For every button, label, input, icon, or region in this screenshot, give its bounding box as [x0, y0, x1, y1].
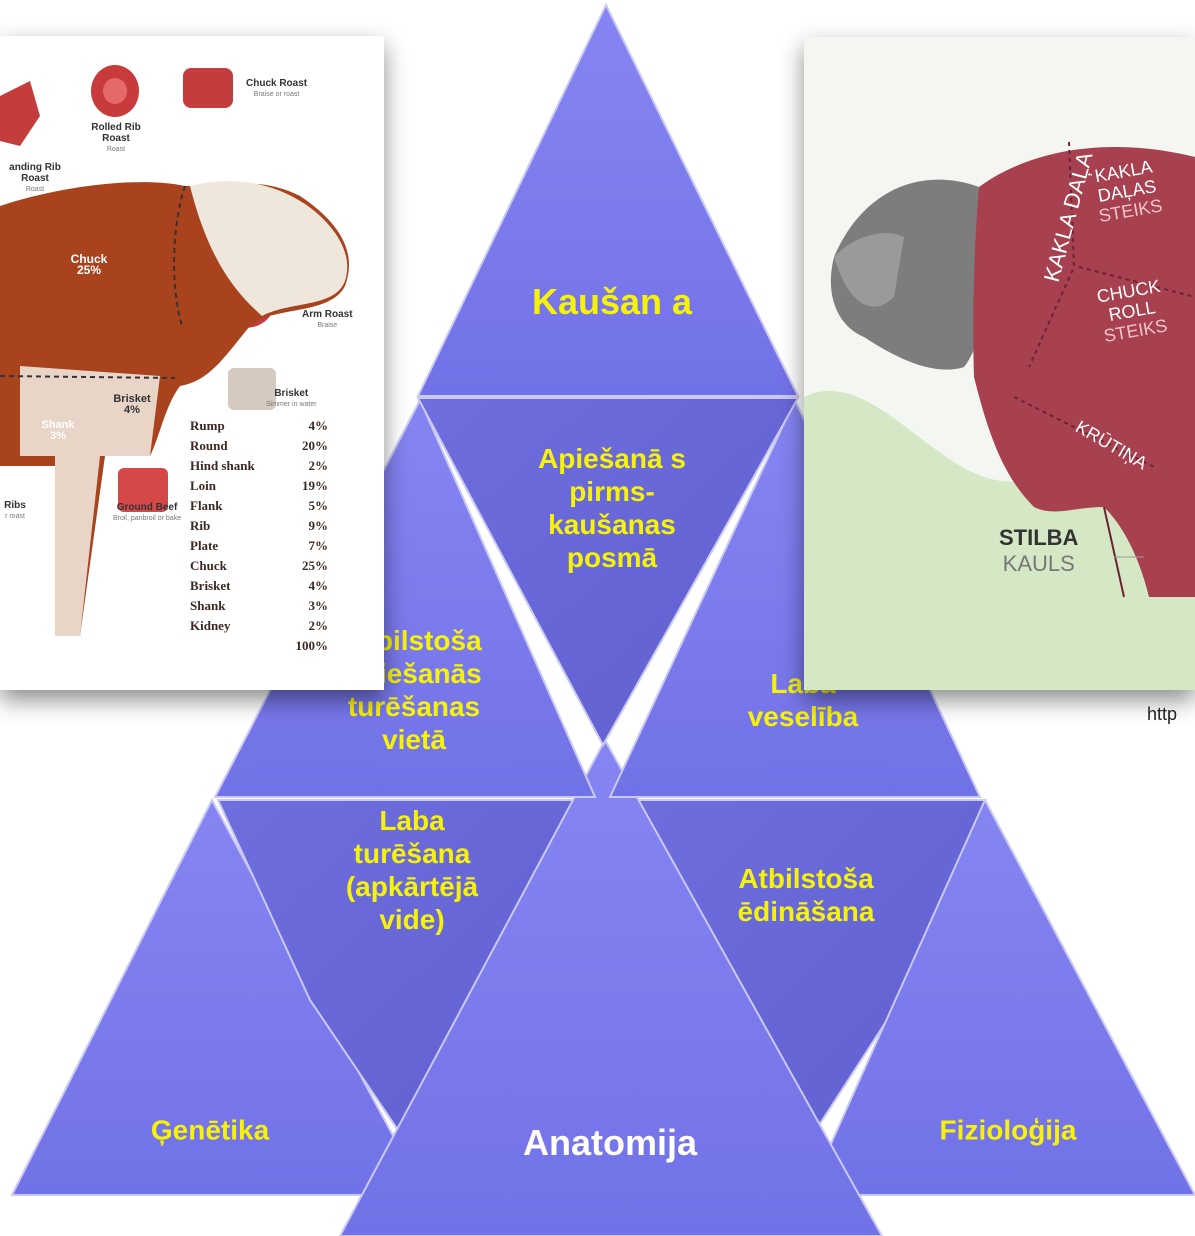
cut-pct: 25% [288, 556, 328, 576]
cut-name: Flank [190, 496, 288, 516]
rolled-rib-sub: Roast [88, 144, 144, 155]
cut-pct: 9% [288, 516, 328, 536]
cut-pct: 7% [288, 536, 328, 556]
arm-roast-sub: Braise [302, 320, 353, 331]
cut-name: Shank [190, 596, 288, 616]
chuck-roast-icon [183, 68, 233, 108]
brisket-tag-sub: Simmer in water [266, 399, 317, 410]
cut-pct: 5% [288, 496, 328, 516]
cut-name: Loin [190, 476, 288, 496]
ground-beef-text: Ground Beef [117, 502, 178, 513]
kauls-text: KAULS [999, 551, 1078, 577]
label-lower-left-center: Laba turēšana (apkārtējā vide) [327, 804, 497, 936]
cut-name: Chuck [190, 556, 288, 576]
brisket-tag-text: Brisket [274, 388, 308, 399]
cut-name: Brisket [190, 576, 288, 596]
chuck-roast-text: Chuck Roast [246, 78, 307, 89]
label-lower-right-center: Atbilstoša ēdināšana [711, 862, 901, 928]
cut-pct: 3% [288, 596, 328, 616]
cow2-illustration [804, 37, 1195, 690]
label-base-right: Fizioloģija [940, 1113, 1077, 1146]
cut-name: Rump [190, 416, 288, 436]
chuck-roast-sub: Braise or roast [246, 89, 307, 100]
cut-name: Round [190, 436, 288, 456]
cut-pct: 19% [288, 476, 328, 496]
ribs-text: Ribs [4, 500, 26, 511]
shank-body-label: Shank 3% [38, 420, 78, 442]
table-total: 100% [190, 636, 328, 656]
cut-pct: 4% [288, 576, 328, 596]
standing-rib-roast-icon [0, 81, 40, 146]
stilba-text: STILBA [999, 525, 1078, 551]
cut-pct: 2% [288, 456, 328, 476]
label-top: Kaušan a [532, 281, 692, 323]
standing-rib-sub: Roast [0, 184, 70, 195]
cut-pct: 20% [288, 436, 328, 456]
label-base-center: Anatomija [523, 1122, 697, 1164]
cut-name: Kidney [190, 616, 288, 636]
ribs-sub: r roast [0, 511, 30, 522]
ground-beef-sub: Broil, panbroil or bake [112, 513, 182, 524]
label-upper-center: Apiešanā s pirms-kaušanas posmā [527, 442, 697, 574]
cut-name: Rib [190, 516, 288, 536]
triangle-top [418, 5, 798, 396]
stilba-label: STILBA KAULS [999, 525, 1078, 577]
cut-name: Hind shank [190, 456, 288, 476]
rolled-rib-text: Rolled Rib Roast [91, 122, 140, 144]
standing-rib-text: anding Rib Roast [9, 162, 61, 184]
cut-pct: 4% [288, 416, 328, 436]
brisket-body-label: Brisket 4% [106, 394, 158, 416]
cut-total: 100% [288, 636, 328, 656]
label-base-left: Ģenētika [151, 1113, 269, 1146]
chuck-body-label: Chuck 25% [64, 254, 114, 276]
cut-name: Plate [190, 536, 288, 556]
source-url-fragment: http [1147, 704, 1177, 725]
cut-pct: 2% [288, 616, 328, 636]
arm-roast-text: Arm Roast [302, 309, 353, 320]
